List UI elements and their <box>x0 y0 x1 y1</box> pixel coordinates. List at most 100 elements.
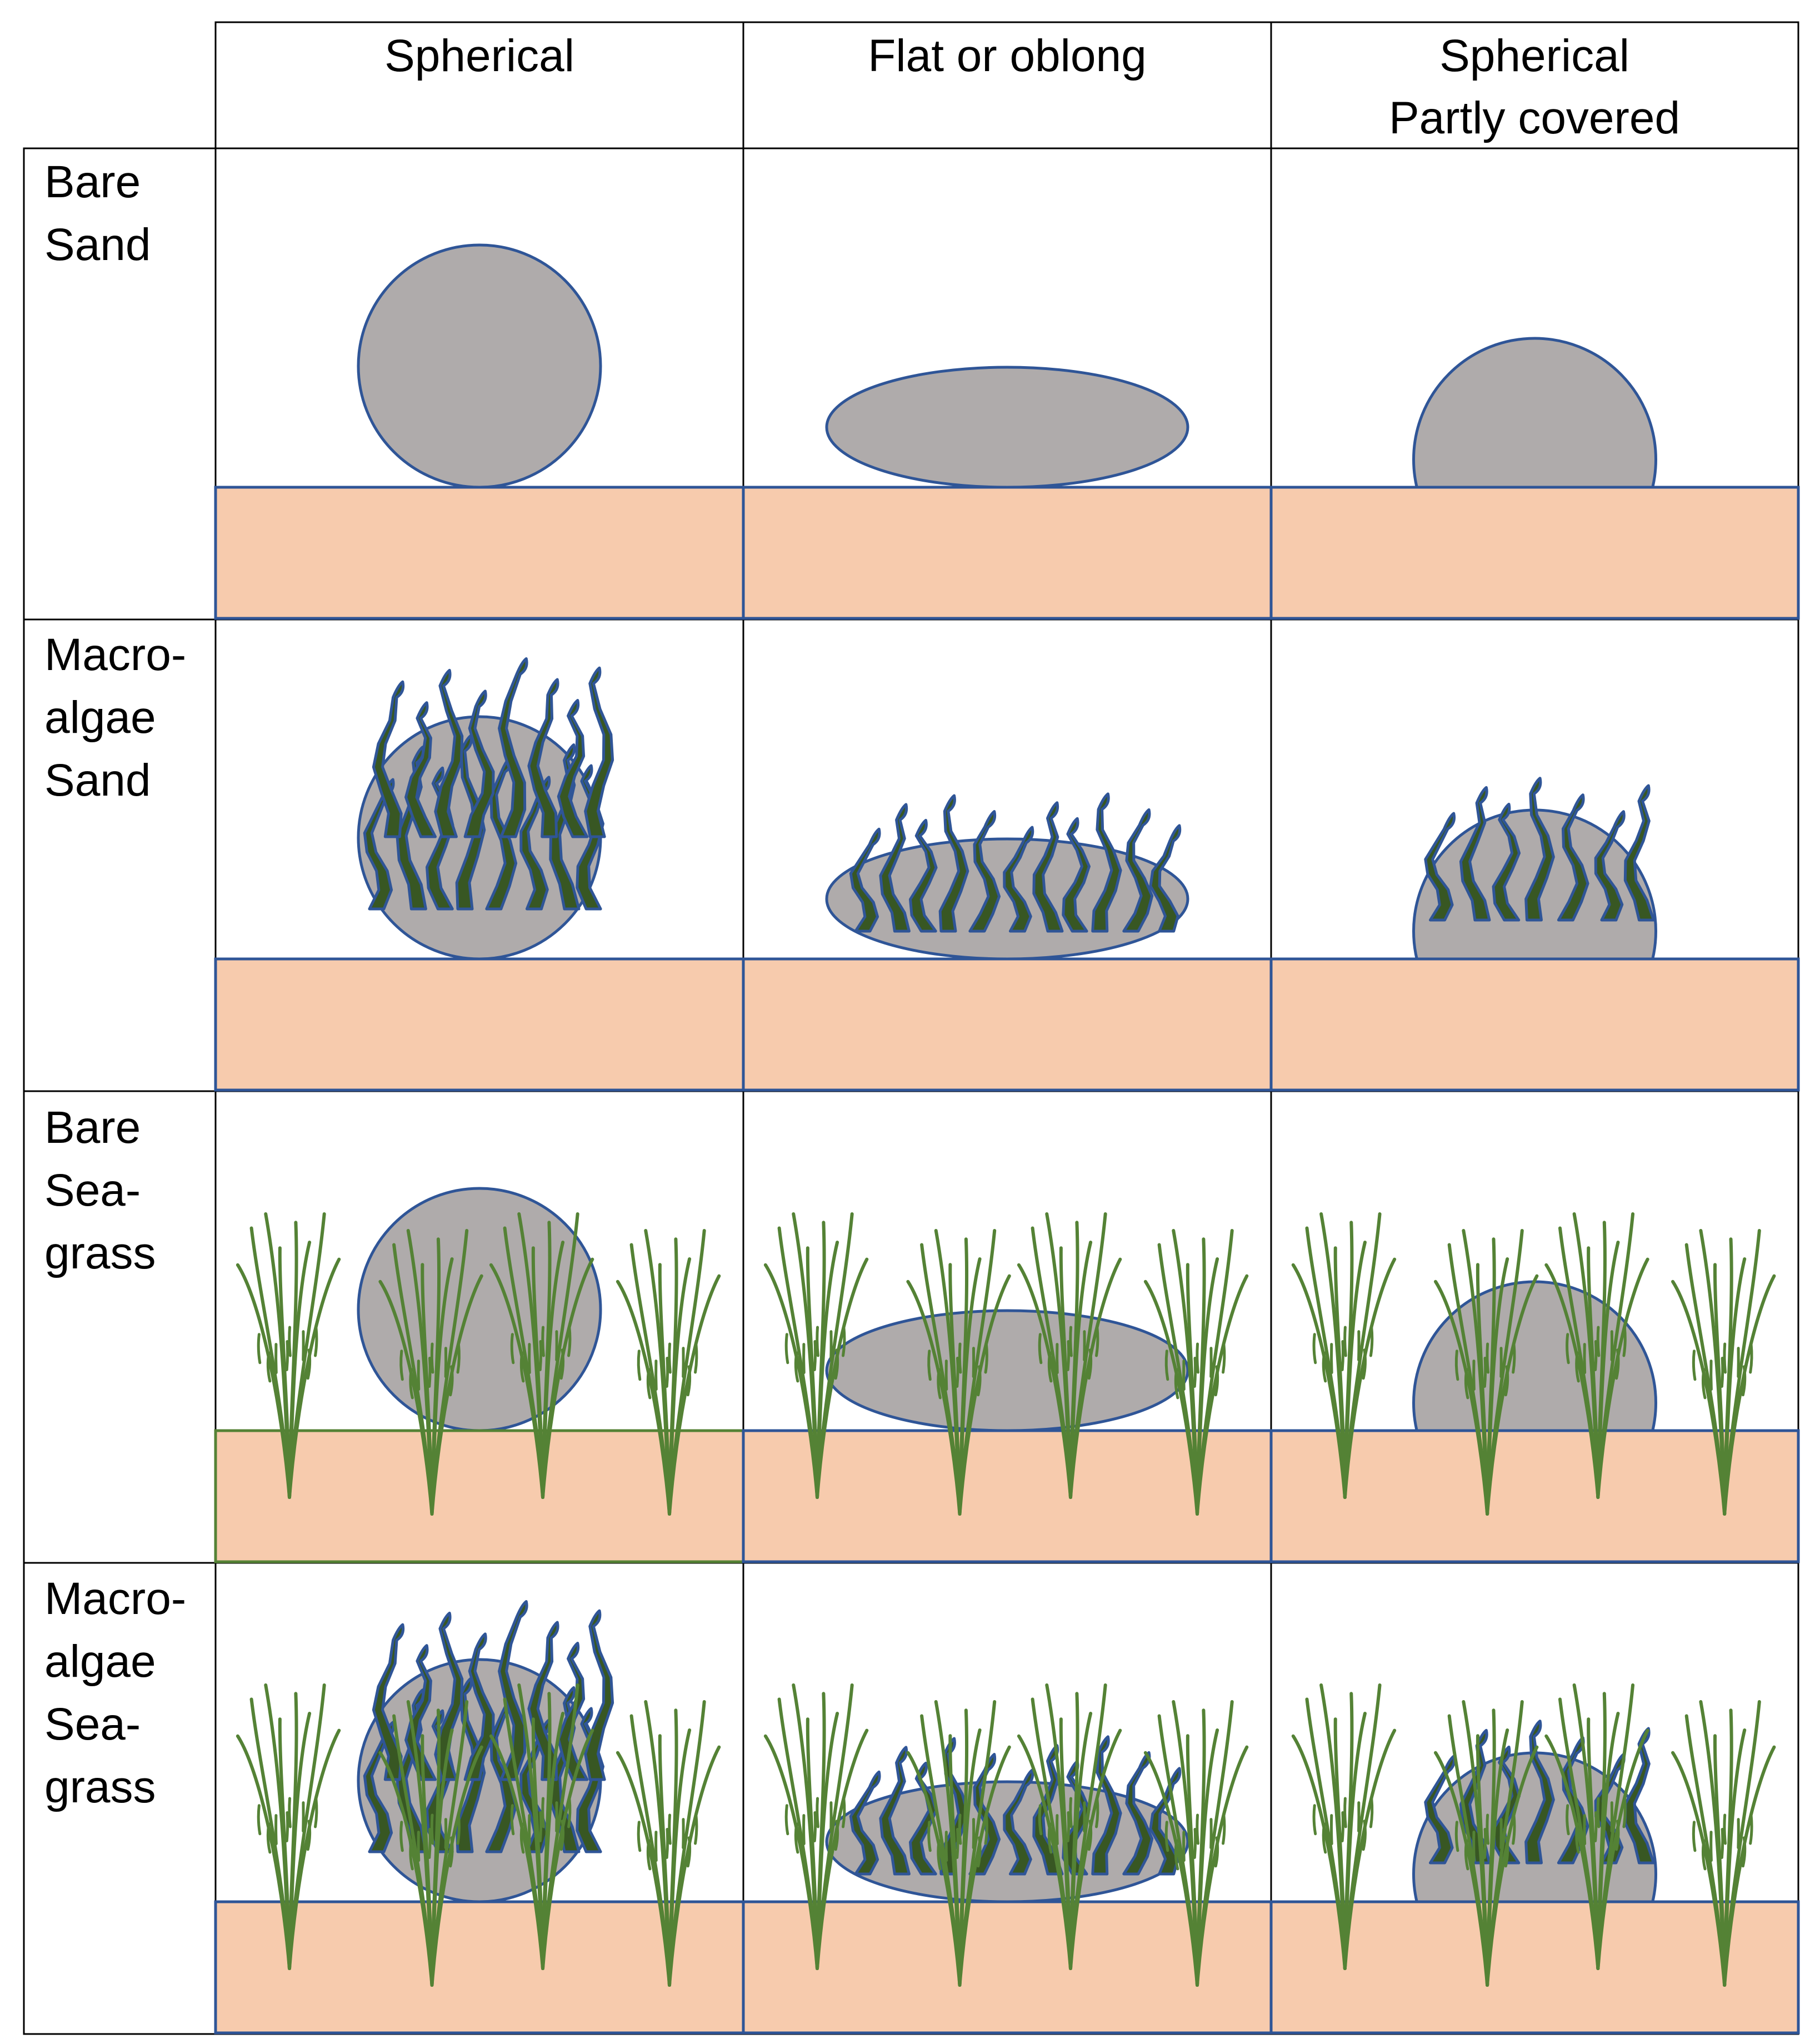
seagrass-blade <box>1504 1836 1509 1868</box>
row-label-bare-sand: Bare <box>44 157 141 207</box>
macroalgae-frond <box>372 680 405 838</box>
seagrass-blade <box>1322 1351 1327 1383</box>
seagrass-blade <box>1196 1813 1199 1845</box>
seagrass-blade <box>1447 1714 1489 1987</box>
cell-sand-partly-covered-sphere <box>1269 337 1800 620</box>
seagrass-blade <box>813 1340 817 1371</box>
seagrass-plant <box>378 1229 483 1516</box>
macroalgae-frond <box>519 776 551 911</box>
seagrass-blade <box>430 1813 434 1845</box>
row-label-bare-seagrass: Sea- <box>44 1165 141 1216</box>
seagrass-blade <box>519 1822 525 1854</box>
macroalgae-cluster <box>849 792 1182 933</box>
seagrass-blade <box>1558 1697 1600 1970</box>
seagrass-blade <box>274 1343 278 1375</box>
seagrass-blade <box>1701 1368 1707 1400</box>
sand-bed <box>742 486 1273 620</box>
seagrass-plant <box>489 1212 594 1499</box>
seagrass-blade <box>1486 1813 1490 1845</box>
seagrass-blade <box>266 1822 272 1854</box>
macroalgae-frond <box>1122 1751 1154 1876</box>
seagrass-blade <box>1214 1836 1219 1868</box>
row-label-macroalgae-seagrass: grass <box>44 1762 156 1812</box>
seagrass-blade <box>1483 1828 1487 1859</box>
seagrass-blade <box>428 1357 432 1388</box>
cell-seagrass-sphere <box>214 1187 745 1563</box>
row-label-macroalgae-seagrass: Macro- <box>44 1573 186 1624</box>
macroalgae-frond <box>1594 810 1626 922</box>
seagrass-blade <box>1157 1714 1199 1987</box>
seagrass-blade <box>1333 1246 1347 1499</box>
seagrass-plant <box>1544 1683 1649 1970</box>
sand-bed <box>1269 1429 1800 1563</box>
seagrass-blade <box>1312 1804 1317 1836</box>
macroalgae-frond <box>463 689 495 838</box>
seagrass-blade <box>1186 1734 1199 1987</box>
seagrass-blade <box>249 1226 291 1499</box>
seagrass-blade <box>1596 1797 1601 1828</box>
sand-bed <box>742 1429 1273 1563</box>
seagrass-blade <box>538 1340 543 1371</box>
rock-oblong <box>825 366 1189 489</box>
seagrass-blade <box>1343 1241 1367 1499</box>
seagrass-blade <box>1174 1368 1179 1400</box>
seagrass-blade <box>278 1246 291 1499</box>
seagrass-blade <box>1596 1712 1620 1970</box>
seagrass-blade <box>646 1839 652 1871</box>
macroalgae-frond <box>1032 801 1064 933</box>
macroalgae-frond <box>849 1770 881 1876</box>
seagrass-blade <box>1038 1804 1043 1836</box>
seagrass-blade <box>1031 1226 1072 1499</box>
macroalgae-frond <box>879 803 911 933</box>
cell-seagrass-sphere <box>214 1600 745 2035</box>
seagrass-blade <box>1483 1357 1487 1388</box>
seagrass-blade <box>806 1246 819 1499</box>
macroalgae-cluster <box>363 657 614 911</box>
macroalgae-frond <box>584 1609 614 1781</box>
seagrass-blade <box>288 1241 312 1499</box>
seagrass-blade <box>777 1697 819 1970</box>
seagrass-blade <box>409 1839 414 1871</box>
seagrass-blade <box>1447 1243 1489 1516</box>
rock-oblong <box>825 1309 1189 1432</box>
seagrass-blade <box>1174 1839 1179 1871</box>
seagrass-blade <box>637 1821 642 1852</box>
seagrass-blade <box>956 1828 959 1859</box>
seagrass-blade <box>1464 1368 1469 1400</box>
seagrass-blade <box>668 1257 692 1516</box>
row-label-bare-seagrass: Bare <box>44 1102 141 1153</box>
macroalgae-frond <box>404 701 437 838</box>
macroalgae-frond <box>968 810 1001 933</box>
seagrass-blade <box>306 1820 312 1851</box>
sand-bed <box>214 486 745 620</box>
seagrass-blade <box>430 1728 454 1987</box>
seagrass-blade <box>503 1226 544 1499</box>
seagrass-blade <box>1047 1351 1053 1383</box>
seagrass-blade <box>784 1333 789 1365</box>
seagrass-blade <box>1069 1326 1073 1357</box>
seagrass-plant <box>489 1683 594 1970</box>
seagrass-blade <box>816 1241 839 1499</box>
macroalgae-frond <box>498 657 528 838</box>
seagrass-blade <box>1087 1820 1093 1851</box>
rock-spherical <box>357 243 602 489</box>
seagrass-blade <box>1486 1257 1509 1516</box>
seagrass-plant <box>1017 1212 1122 1499</box>
seagrass-blade <box>629 1714 671 1987</box>
seagrass-blade <box>541 1241 565 1499</box>
macroalgae-frond <box>849 827 881 933</box>
seagrass-plant <box>616 1229 721 1516</box>
seagrass-blade <box>430 1257 454 1516</box>
seagrass-blade <box>816 1326 819 1357</box>
macroalgae-frond <box>1091 792 1122 933</box>
seagrass-blade <box>1709 1360 1713 1391</box>
seagrass-blade <box>816 1797 819 1828</box>
row-label-bare-seagrass: grass <box>44 1228 156 1278</box>
seagrass-blade <box>1069 1712 1093 1970</box>
seagrass-plant <box>1671 1700 1776 1987</box>
seagrass-blade <box>1157 1243 1199 1516</box>
seagrass-blade <box>1583 1343 1587 1375</box>
seagrass-blade <box>920 1714 962 1987</box>
macroalgae-frond <box>938 794 969 933</box>
seagrass-blade <box>1575 1822 1580 1854</box>
